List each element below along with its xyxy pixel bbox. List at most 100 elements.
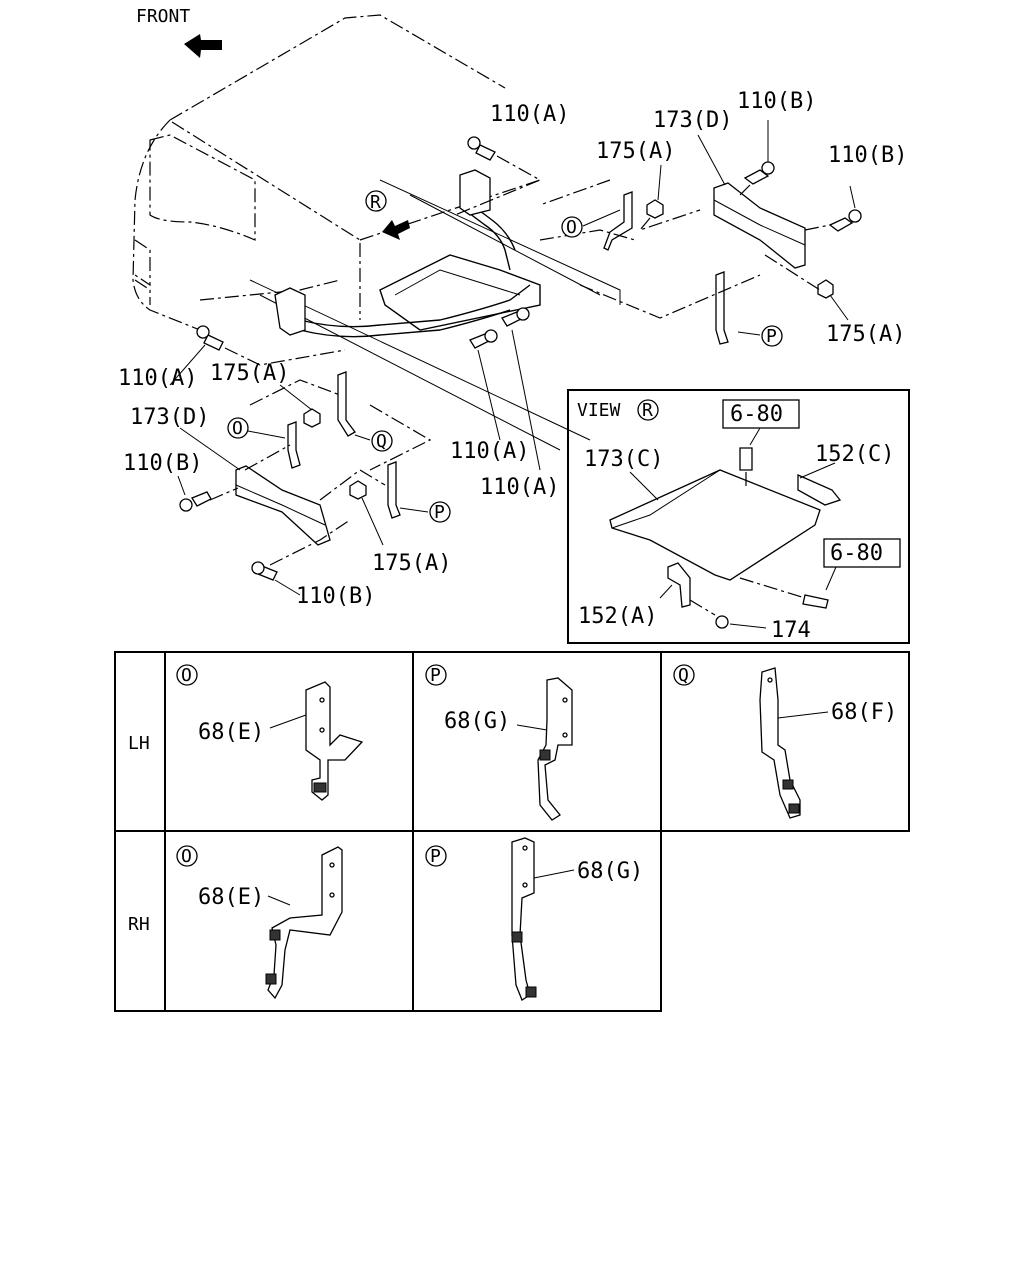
view-direction-arrow-icon bbox=[382, 220, 410, 240]
cell-lh-q-marker: Q bbox=[678, 665, 689, 686]
marker-o-left-letter: O bbox=[232, 418, 243, 439]
view-r-frame bbox=[567, 389, 910, 644]
view-callout-174: 174 bbox=[771, 618, 811, 643]
cell-rh-p-marker: P bbox=[430, 846, 441, 867]
nut-175a-lower-icon bbox=[349, 480, 367, 500]
bolt-110b-right-icon bbox=[828, 217, 854, 232]
bracket-152c bbox=[797, 474, 842, 506]
bolt-head-icon bbox=[516, 307, 530, 321]
bracket-68e-rh bbox=[267, 846, 343, 1000]
ref-box-upper bbox=[722, 399, 800, 429]
ref-upper-label: 6-80 bbox=[730, 402, 783, 427]
cell-rh-o-part: 68(E) bbox=[198, 885, 264, 910]
marker-p-right bbox=[761, 325, 783, 347]
front-indicator: FRONT bbox=[136, 6, 222, 58]
left-cover-assembly bbox=[179, 307, 530, 581]
nut-175a-upper-icon bbox=[646, 199, 664, 219]
callout-cover-173d-left: 173(D) bbox=[130, 405, 209, 430]
cab-outline bbox=[132, 14, 541, 331]
cover-d-right bbox=[713, 182, 806, 269]
callout-bolt-110b-left: 110(B) bbox=[123, 451, 202, 476]
callout-nut-175a-lower: 175(A) bbox=[372, 551, 451, 576]
front-arrow-icon bbox=[184, 34, 222, 58]
cell-lh-o-marker: O bbox=[181, 665, 192, 686]
circled-markers-main: O P O Q P bbox=[227, 216, 783, 523]
callout-labels: 110(A) 110(B) 110(B) 173(D) 175(A) 175(A… bbox=[118, 89, 907, 609]
bolt-6-80-lower-icon bbox=[802, 594, 829, 609]
cell-lh-p-part: 68(G) bbox=[444, 709, 510, 734]
view-callout-173c: 173(C) bbox=[584, 447, 663, 472]
bracket-p-right bbox=[715, 271, 729, 345]
cell-lh-q: Q 68(F) bbox=[673, 664, 897, 819]
bolt-110a-top-icon bbox=[475, 144, 496, 161]
ref-box-lower bbox=[823, 538, 901, 568]
callout-nut-175a-right: 175(A) bbox=[826, 322, 905, 347]
marker-o-right-letter: O bbox=[566, 217, 577, 238]
frame-rails bbox=[249, 169, 621, 451]
view-title-marker-letter: R bbox=[642, 400, 653, 421]
callout-bolt-110b-right: 110(B) bbox=[828, 143, 907, 168]
cell-lh-p-marker: P bbox=[430, 665, 441, 686]
leaders-upper bbox=[454, 120, 856, 336]
bolt-head-icon bbox=[251, 561, 265, 575]
bolt-head-icon bbox=[467, 136, 481, 150]
callout-nut-175a-upper: 175(A) bbox=[596, 139, 675, 164]
bracket-68e-lh bbox=[305, 681, 364, 801]
row-label-lh: LH bbox=[128, 733, 150, 754]
callout-bolt-110a-mid2: 110(A) bbox=[480, 475, 559, 500]
bolt-6-80-upper-icon bbox=[739, 447, 753, 471]
nut-175a-left-icon bbox=[303, 408, 321, 428]
callout-bolt-110a-mid1: 110(A) bbox=[450, 439, 529, 464]
callout-bolt-110a-top: 110(A) bbox=[490, 102, 569, 127]
cell-rh-o: O 68(E) bbox=[176, 845, 343, 1000]
cell-lh-q-part: 68(F) bbox=[831, 700, 897, 725]
bracket-table: LH RH O 68(E) P 68(G) Q 68 bbox=[114, 651, 910, 1012]
ref-lower-label: 6-80 bbox=[830, 541, 883, 566]
bolt-head-icon bbox=[848, 209, 862, 223]
bolt-head-icon bbox=[761, 161, 775, 175]
bracket-o-right bbox=[603, 191, 633, 251]
view-title: VIEW bbox=[577, 400, 621, 421]
cover-173c bbox=[609, 469, 821, 581]
cell-rh-p-part: 68(G) bbox=[577, 859, 643, 884]
cell-rh-p: P 68(G) bbox=[425, 837, 643, 1001]
marker-o-right bbox=[561, 216, 583, 238]
marker-p-left-letter: P bbox=[434, 502, 445, 523]
right-cover-assembly bbox=[467, 136, 862, 345]
bracket-68g-rh bbox=[511, 837, 535, 1001]
bolt-head-icon bbox=[484, 329, 498, 343]
view-callout-152c: 152(C) bbox=[815, 442, 894, 467]
bolt-110b-top-icon bbox=[743, 169, 770, 185]
callout-bolt-110b-top: 110(B) bbox=[737, 89, 816, 114]
view-marker-letter: R bbox=[370, 192, 381, 213]
marker-o-left bbox=[227, 417, 249, 439]
callout-nut-175a-left: 175(A) bbox=[210, 361, 289, 386]
cell-rh-o-marker: O bbox=[181, 846, 192, 867]
bolt-head-icon bbox=[196, 325, 210, 339]
bolt-110b-left-icon bbox=[191, 491, 212, 507]
view-title-marker bbox=[637, 399, 659, 421]
cell-lh-o: O 68(E) bbox=[176, 664, 364, 801]
bracket-q-left bbox=[337, 371, 356, 437]
bolt-head-icon bbox=[179, 498, 193, 512]
nut-175a-right-icon bbox=[817, 279, 834, 299]
row-label-rh: RH bbox=[128, 914, 150, 935]
cell-lh-p: P 68(G) bbox=[425, 664, 573, 821]
bracket-p-left bbox=[387, 461, 401, 519]
bolt-110a-left-icon bbox=[203, 334, 224, 351]
view-r-panel: VIEW R 6-80 6-80 173(C) 152(C) 152(A) 17… bbox=[567, 389, 910, 644]
front-label: FRONT bbox=[136, 6, 190, 27]
bolt-174-icon bbox=[715, 615, 729, 629]
callout-cover-173d-right: 173(D) bbox=[653, 108, 732, 133]
cell-lh-o-part: 68(E) bbox=[198, 720, 264, 745]
marker-p-right-letter: P bbox=[766, 326, 777, 347]
view-marker-circle bbox=[365, 190, 387, 212]
marker-q-left bbox=[371, 430, 393, 452]
bracket-o-left bbox=[287, 421, 301, 469]
callout-bolt-110a-left: 110(A) bbox=[118, 366, 197, 391]
marker-p-left bbox=[429, 501, 451, 523]
view-r-marker: R bbox=[365, 190, 410, 240]
callout-bolt-110b-lower: 110(B) bbox=[296, 584, 375, 609]
leaders-left bbox=[169, 329, 541, 596]
